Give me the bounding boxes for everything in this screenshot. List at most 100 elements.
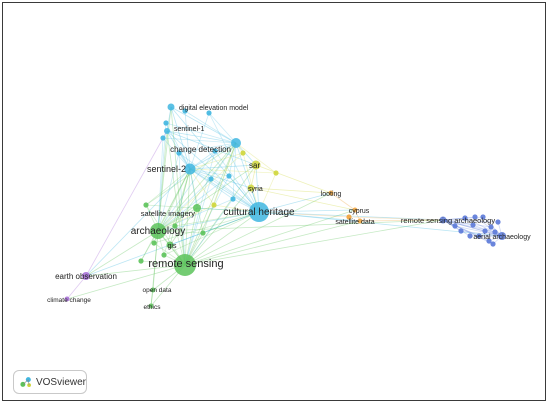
node-sar[interactable] xyxy=(251,160,261,170)
network-node[interactable] xyxy=(492,229,498,235)
network-edge xyxy=(169,207,198,246)
node-sentinel-1[interactable] xyxy=(164,128,170,134)
network-edge xyxy=(189,168,215,206)
network-node[interactable] xyxy=(480,214,486,220)
node-cultural-heritage[interactable] xyxy=(249,202,269,222)
network-node[interactable] xyxy=(495,219,501,225)
network-node[interactable] xyxy=(172,223,178,229)
vosviewer-badge[interactable]: VOSviewer xyxy=(13,370,87,394)
network-edge xyxy=(442,216,476,221)
network-edge xyxy=(442,219,480,237)
network-edge xyxy=(165,122,191,170)
network-node[interactable] xyxy=(240,150,246,156)
network-node[interactable] xyxy=(163,120,169,126)
network-node[interactable] xyxy=(138,258,144,264)
network-edge xyxy=(166,106,172,132)
network-edge xyxy=(442,219,494,245)
network-edge xyxy=(184,168,191,266)
network-edge xyxy=(157,175,230,232)
network-node[interactable] xyxy=(346,214,352,220)
network-edge xyxy=(169,211,260,246)
network-edge xyxy=(157,142,237,232)
label-ethics: ethics xyxy=(144,304,162,311)
network-node[interactable] xyxy=(143,202,149,208)
network-edge xyxy=(85,168,191,277)
node-remote-sensing-archaeology[interactable] xyxy=(439,216,447,224)
network-edge xyxy=(184,142,237,266)
network-edge xyxy=(157,198,234,232)
network-edge xyxy=(202,142,237,234)
network-node[interactable] xyxy=(458,228,464,234)
network-edge xyxy=(166,130,186,266)
label-archaeology: archaeology xyxy=(131,226,185,237)
network-edge xyxy=(258,209,356,213)
network-edge xyxy=(157,152,180,232)
network-node[interactable] xyxy=(476,233,482,239)
label-remote-sensing: remote sensing xyxy=(148,258,223,270)
network-edge xyxy=(157,137,164,232)
network-node[interactable] xyxy=(472,214,478,220)
network-node[interactable] xyxy=(488,224,494,230)
network-canvas[interactable]: digital elevation modelsentinel-1change … xyxy=(3,3,547,402)
network-edge xyxy=(170,106,186,266)
network-node[interactable] xyxy=(161,252,167,258)
network-edge xyxy=(442,219,462,232)
node-cyprus[interactable] xyxy=(352,207,358,213)
network-node[interactable] xyxy=(182,108,188,114)
label-satellite-imagery: satellite imagery xyxy=(141,209,195,218)
network-edge xyxy=(208,112,260,213)
network-edge xyxy=(145,204,260,213)
node-remote-sensing[interactable] xyxy=(174,254,196,276)
node-archaeology[interactable] xyxy=(150,223,166,239)
network-node[interactable] xyxy=(230,196,236,202)
network-edge xyxy=(157,152,244,232)
node-gis[interactable] xyxy=(166,241,174,249)
network-node[interactable] xyxy=(200,230,206,236)
network-node[interactable] xyxy=(211,202,217,208)
node-syria[interactable] xyxy=(247,184,255,192)
node-open-data[interactable] xyxy=(150,287,156,293)
network-edge xyxy=(208,112,237,144)
label-open-data: open data xyxy=(143,287,172,294)
network-edge xyxy=(189,168,204,234)
network-edge xyxy=(163,211,260,256)
network-edge xyxy=(258,192,332,213)
network-node[interactable] xyxy=(482,228,488,234)
network-edge xyxy=(157,106,172,232)
network-edge xyxy=(184,219,444,266)
label-layer: digital elevation modelsentinel-1change … xyxy=(47,105,531,311)
network-node[interactable] xyxy=(226,173,232,179)
network-node[interactable] xyxy=(470,222,476,228)
network-edge xyxy=(152,230,159,291)
network-edge xyxy=(170,106,237,144)
network-edge xyxy=(166,130,260,213)
network-node[interactable] xyxy=(151,240,157,246)
node-looting[interactable] xyxy=(328,190,334,196)
node-change-detection[interactable] xyxy=(231,138,241,148)
node-digital-elevation-model[interactable] xyxy=(167,103,175,111)
network-node[interactable] xyxy=(176,150,182,156)
network-node[interactable] xyxy=(160,135,166,141)
label-change-detection: change detection xyxy=(170,145,231,154)
network-edge xyxy=(184,211,260,266)
node-satellite-data[interactable] xyxy=(357,218,363,224)
network-node[interactable] xyxy=(490,241,496,247)
network-edge xyxy=(184,178,212,266)
node-ethics[interactable] xyxy=(148,303,154,309)
network-node[interactable] xyxy=(206,110,212,116)
network-edge xyxy=(178,152,260,213)
network-node[interactable] xyxy=(486,238,492,244)
network-node[interactable] xyxy=(208,176,214,182)
network-edge xyxy=(165,122,237,144)
node-sentinel-2[interactable] xyxy=(184,163,196,175)
network-node[interactable] xyxy=(467,233,473,239)
network-node[interactable] xyxy=(273,170,279,176)
node-satellite-imagery[interactable] xyxy=(193,204,201,212)
network-edge xyxy=(178,142,237,154)
node-earth-observation[interactable] xyxy=(82,272,90,280)
node-climate-change[interactable] xyxy=(64,296,70,302)
node-aerial-archaeology[interactable] xyxy=(498,232,506,240)
network-node[interactable] xyxy=(212,148,218,154)
network-node[interactable] xyxy=(452,223,458,229)
network-node[interactable] xyxy=(462,215,468,221)
